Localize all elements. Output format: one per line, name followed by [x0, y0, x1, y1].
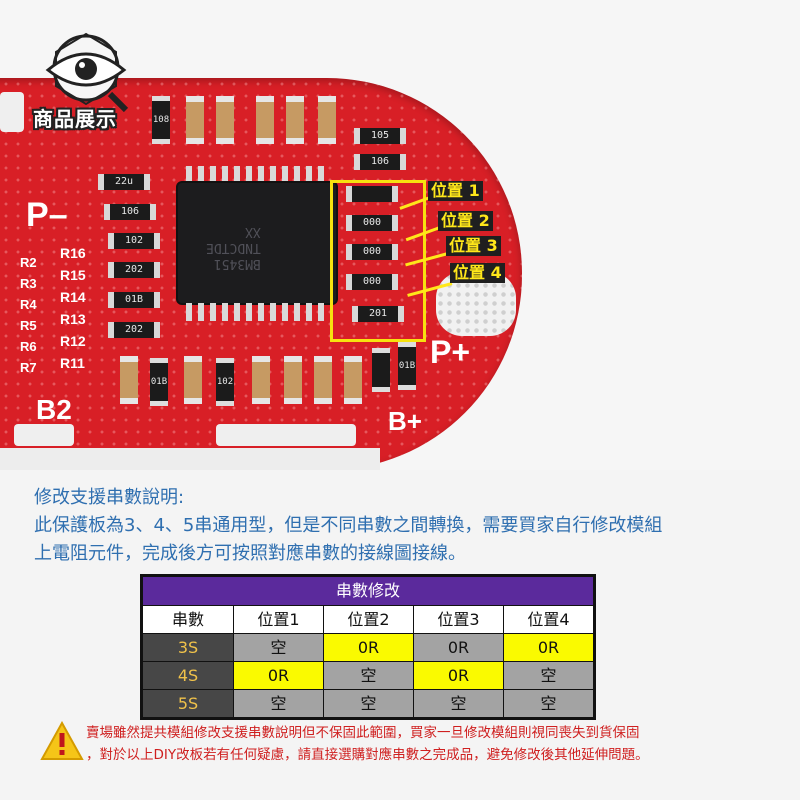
table-header-row: 串數 位置1 位置2 位置3 位置4 [143, 605, 593, 633]
capacitor [186, 96, 204, 144]
resistor: 22u [98, 174, 150, 190]
capacitor [256, 96, 274, 144]
table-cell: 空 [323, 662, 413, 689]
resistor: 202 [108, 322, 160, 338]
callout-position-4: 位置 4 [450, 263, 505, 283]
resistor: 201 [352, 306, 404, 322]
row-label: 5S [143, 690, 233, 717]
solder-pad [216, 424, 356, 446]
p-plus-label: P+ [430, 334, 471, 370]
warning-icon [40, 721, 84, 760]
logo [30, 24, 148, 136]
resistor-position-4: 000 [346, 274, 398, 290]
description-title: 修改支援串數說明: [34, 487, 185, 508]
table-cell: 0R [323, 634, 413, 661]
capacitor [284, 356, 302, 404]
logo-label: 商品展示 [33, 107, 117, 131]
capacitor [318, 96, 336, 144]
table-cell: 空 [413, 690, 503, 717]
table-cell: 0R [233, 662, 323, 689]
resistor-position-1 [346, 186, 398, 202]
table-header-cell: 位置3 [413, 606, 503, 633]
resistor: 108 [152, 96, 170, 144]
table-cell: 空 [233, 634, 323, 661]
description-line: 上電阻元件，完成後方可按照對應串數的接線圖接線。 [34, 543, 466, 564]
table-cell: 0R [413, 634, 503, 661]
callout-position-2: 位置 2 [438, 211, 493, 231]
warning-line: ，對於以上DIY改板若有任何疑慮，請直接選購對應串數之完成品，避免修改後其他延伸… [86, 747, 649, 763]
ic-chip: BM3451 TNDCTDE XX [178, 183, 336, 303]
solder-pad [0, 92, 24, 132]
resistor [372, 348, 390, 392]
table-cell: 空 [503, 662, 593, 689]
pcb-edge [0, 448, 380, 470]
b2-label: B2 [36, 394, 72, 425]
description: 修改支援串數說明: 此保護板為3、4、5串通用型，但是不同串數之間轉換，需要買家… [34, 484, 662, 568]
pcb-photo: 108 105 106 22u 106 102 202 01B 202 BM34… [0, 78, 522, 470]
callout-position-1: 位置 1 [428, 181, 483, 201]
table-cell: 空 [503, 690, 593, 717]
row-label: 3S [143, 634, 233, 661]
capacitor [344, 356, 362, 404]
solder-pad [14, 424, 74, 446]
table-cell: 空 [323, 690, 413, 717]
resistor: 105 [354, 128, 406, 144]
warning-text: 賣場雖然提共模組修改支援串數說明但不保固此範圍，買家一旦修改模組則視同喪失到貨保… [86, 722, 649, 766]
table-header-cell: 串數 [143, 606, 233, 633]
resistor: 102 [108, 233, 160, 249]
resistor: 01B [108, 292, 160, 308]
resistor: 01B [150, 358, 168, 406]
capacitor [286, 96, 304, 144]
table-cell: 0R [413, 662, 503, 689]
resistor-position-2: 000 [346, 215, 398, 231]
capacitor [314, 356, 332, 404]
eye-icon [45, 32, 129, 113]
row-label: 4S [143, 662, 233, 689]
capacitor [120, 356, 138, 404]
resistor: 106 [104, 204, 156, 220]
resistor: 01B [398, 342, 416, 390]
capacitor [252, 356, 270, 404]
table-header-cell: 位置4 [503, 606, 593, 633]
description-line: 此保護板為3、4、5串通用型，但是不同串數之間轉換，需要買家自行修改模組 [34, 515, 663, 536]
table-header-cell: 位置2 [323, 606, 413, 633]
resistor: 102 [216, 358, 234, 406]
chip-pins [186, 166, 328, 184]
resistor: 202 [108, 262, 160, 278]
p-minus-label: P– [26, 196, 68, 234]
table-cell: 0R [503, 634, 593, 661]
capacitor [216, 96, 234, 144]
table-title: 串數修改 [143, 577, 593, 605]
resistor-position-3: 000 [346, 244, 398, 260]
b-plus-label: B+ [388, 406, 422, 436]
chip-marking: BM3451 TNDCTDE XX [206, 224, 261, 271]
resistor: 106 [354, 154, 406, 170]
table-header-cell: 位置1 [233, 606, 323, 633]
capacitor [184, 356, 202, 404]
callout-position-3: 位置 3 [446, 236, 501, 256]
chip-pins [186, 303, 328, 321]
warning-line: 賣場雖然提共模組修改支援串數說明但不保固此範圍，買家一旦修改模組則視同喪失到貨保… [86, 725, 640, 741]
table-cell: 空 [233, 690, 323, 717]
